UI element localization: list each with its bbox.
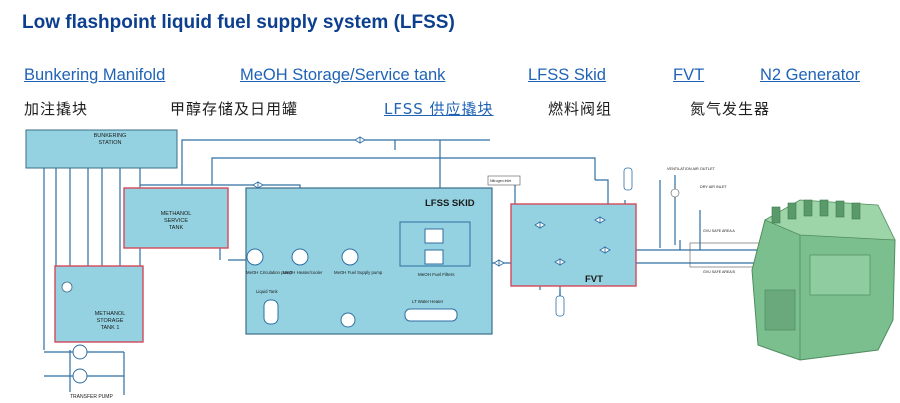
lfss-skid-label: LFSS SKID bbox=[425, 198, 475, 209]
fuel-filter-1-icon bbox=[424, 228, 444, 244]
liquid-tank-icon bbox=[263, 299, 279, 325]
svg-text:LT Water Heater: LT Water Heater bbox=[412, 299, 444, 304]
transfer-pumps bbox=[72, 344, 88, 384]
svg-text:MeOH Heater/cooler: MeOH Heater/cooler bbox=[283, 270, 323, 275]
svg-text:DRY AIR INLET: DRY AIR INLET bbox=[700, 185, 728, 189]
valve-icon bbox=[354, 136, 366, 144]
label-storage-tank-cn: 甲醇存储及日用罐 bbox=[170, 100, 299, 118]
page-title: Low flashpoint liquid fuel supply system… bbox=[22, 12, 455, 33]
label-fvt-cn: 燃料阀组 bbox=[548, 100, 613, 118]
circulation-pump-icon bbox=[246, 248, 264, 266]
svg-text:MeOH Fuel Supply pump: MeOH Fuel Supply pump bbox=[334, 270, 383, 275]
bunkering-station-label-2: STATION bbox=[98, 140, 121, 146]
svg-text:TANK 1: TANK 1 bbox=[101, 325, 120, 331]
svg-text:VENTILATION AIR OUTLET: VENTILATION AIR OUTLET bbox=[667, 167, 716, 171]
link-fvt[interactable]: FVT bbox=[673, 66, 705, 84]
methanol-storage-tank[interactable]: METHANOL STORAGE TANK 1 bbox=[54, 265, 144, 343]
link-lfss-supply-skid-cn[interactable]: LFSS 供应撬块 bbox=[384, 100, 494, 118]
link-meoh-storage-service-tank[interactable]: MeOH Storage/Service tank bbox=[240, 66, 446, 84]
water-heater-icon bbox=[404, 308, 458, 322]
label-n2-generator-cn: 氮气发生器 bbox=[690, 100, 771, 118]
valve-icon bbox=[554, 258, 566, 266]
heater-cooler-icon bbox=[291, 248, 309, 266]
bunkering-station[interactable]: BUNKERING STATION bbox=[25, 129, 178, 169]
svg-text:METHANOL: METHANOL bbox=[95, 311, 126, 317]
svg-text:TANK: TANK bbox=[169, 225, 184, 231]
link-lfss-skid[interactable]: LFSS Skid bbox=[528, 66, 606, 84]
fvt-unit[interactable]: FVT Nitrogen inlet bbox=[487, 167, 637, 317]
svg-text:SERVICE: SERVICE bbox=[164, 218, 188, 224]
svg-text:STORAGE: STORAGE bbox=[97, 318, 124, 324]
transfer-pump-label: TRANSFER PUMP bbox=[70, 394, 113, 400]
svg-text:METHANOL: METHANOL bbox=[161, 211, 192, 217]
label-bunkering-cn: 加注撬块 bbox=[24, 100, 89, 118]
link-n2-generator[interactable]: N2 Generator bbox=[760, 66, 860, 84]
fuel-filter-2-icon bbox=[424, 249, 444, 265]
svg-text:Liquid Tank: Liquid Tank bbox=[256, 289, 279, 294]
methanol-service-tank[interactable]: METHANOL SERVICE TANK bbox=[123, 187, 229, 249]
svg-text:GVU SAFE AREA A: GVU SAFE AREA A bbox=[703, 229, 735, 233]
supply-pump-icon bbox=[341, 248, 359, 266]
drain-tank-icon bbox=[555, 295, 565, 317]
nitrogen-inlet-box bbox=[487, 175, 521, 186]
storage-tank-gauge-icon bbox=[61, 281, 73, 293]
bunkering-station-label-1: BUNKERING bbox=[94, 133, 127, 139]
svg-text:MeOH Circulation pump: MeOH Circulation pump bbox=[246, 270, 292, 275]
fan-icon bbox=[670, 188, 680, 198]
valve-icon bbox=[594, 216, 606, 224]
valve-icon bbox=[534, 221, 546, 229]
valve-icon bbox=[493, 259, 505, 267]
main-engine[interactable] bbox=[751, 199, 896, 361]
svg-text:MeOH Fuel Filters: MeOH Fuel Filters bbox=[418, 272, 455, 277]
vent-tank-icon bbox=[623, 167, 633, 191]
svg-text:GVU SAFE AREA B: GVU SAFE AREA B bbox=[703, 270, 736, 274]
fvt-label: FVT bbox=[585, 274, 603, 285]
link-bunkering-manifold[interactable]: Bunkering Manifold bbox=[24, 66, 166, 84]
lfss-skid[interactable]: LFSS SKID MeOH Fuel Filters MeOH Circula… bbox=[245, 187, 493, 335]
valve-icon bbox=[599, 246, 611, 254]
return-pump-icon bbox=[340, 312, 356, 328]
svg-text:Nitrogen inlet: Nitrogen inlet bbox=[490, 179, 511, 183]
ventilation-area: VENTILATION AIR OUTLET DRY AIR INLET GVU… bbox=[667, 167, 761, 274]
valve-icon bbox=[252, 181, 264, 189]
transfer-pump-2-icon bbox=[72, 368, 88, 384]
transfer-pump-1-icon bbox=[72, 344, 88, 360]
valve-symbols bbox=[252, 136, 611, 267]
